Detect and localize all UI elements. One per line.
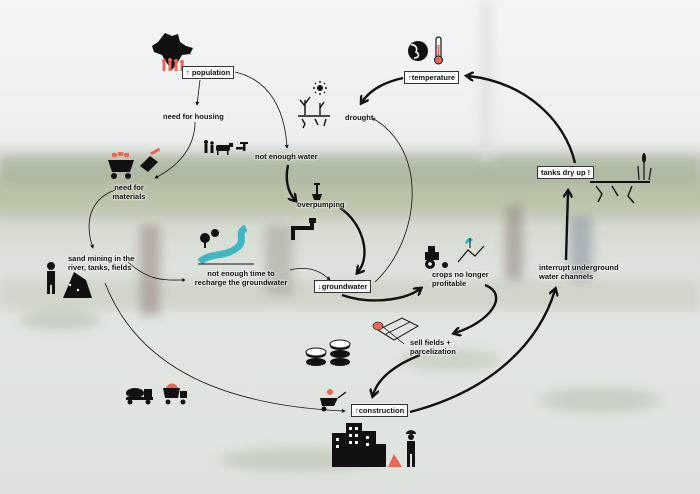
sand-pile-icon <box>388 454 402 467</box>
arrow-sandmining-construction <box>104 282 346 413</box>
arrow-sellfields-construction <box>373 353 421 395</box>
wheelbarrow-icon <box>320 389 347 412</box>
node-overpumping: overpumping <box>297 200 345 209</box>
node-construction: ↑construction <box>351 404 409 417</box>
node-temperature: ↑temperature <box>404 71 460 84</box>
concrete-mixer-icon <box>126 388 153 405</box>
construction-text: ↑construction <box>355 406 405 415</box>
arrow-housing-materials <box>154 121 196 179</box>
node-interrupt-channels: interrupt underground water channels <box>539 263 619 281</box>
thin-arrows <box>88 71 413 413</box>
node-sand-mining: sand mining in the river, tanks, fields <box>68 254 135 272</box>
tractor-icon <box>425 246 448 269</box>
drought-tree-icon <box>298 81 330 129</box>
arrow-notenoughwater-overpumping <box>285 164 295 200</box>
field-plot-icon <box>372 317 420 345</box>
tanks-dry-up-text: tanks dry up ! <box>541 168 591 177</box>
node-need-for-housing: need for housing <box>163 112 224 121</box>
people-group-icon <box>162 58 184 71</box>
cattle-family-tap-icon <box>204 140 248 155</box>
arrow-crops-sellfields <box>455 283 498 333</box>
arrow-population-housing <box>195 79 201 106</box>
brick-cart-icon <box>108 152 134 179</box>
node-tanks-dry-up: tanks dry up ! <box>537 166 595 179</box>
coins-icon <box>305 339 351 366</box>
temperature-text: ↑temperature <box>408 73 456 82</box>
arrow-notenoughtime-groundwater <box>289 267 331 281</box>
node-crops-not-profitable: crops no longer profitable <box>432 270 489 288</box>
arrow-groundwater-crops <box>341 289 420 302</box>
arrow-groundwater-drought <box>371 117 413 283</box>
node-groundwater: ↓groundwater <box>314 280 372 293</box>
dump-truck-icon <box>163 383 187 405</box>
node-not-enough-time: not enough time to recharge the groundwa… <box>194 269 288 287</box>
arrow-sandmining-notenoughtime <box>127 261 186 283</box>
arrow-temperature-drought <box>362 76 404 102</box>
worker-icon <box>406 430 416 467</box>
crop-plant-icon <box>457 237 485 263</box>
india-map-icon <box>152 33 193 70</box>
dry-tank-icon <box>590 153 652 204</box>
trowel-icon <box>140 147 161 172</box>
arrow-materials-sandmining <box>88 189 116 249</box>
pump-pipe-icon <box>291 183 322 240</box>
thick-arrows <box>285 76 577 414</box>
node-drought: drought <box>345 113 374 122</box>
groundwater-text: ↓groundwater <box>318 282 368 291</box>
worker-sand-pile-icon <box>47 262 92 298</box>
node-not-enough-water: not enough water <box>255 152 318 161</box>
arrow-construction-interrupt <box>409 290 555 414</box>
building-icon <box>332 423 386 467</box>
population-text: ↑ population <box>186 68 231 77</box>
node-sell-fields: sell fields + parcelization <box>410 338 456 356</box>
arrow-population-notenoughwater <box>234 71 289 149</box>
arrow-interrupt-tanksdry <box>566 192 568 261</box>
river-landscape-icon <box>197 224 254 265</box>
node-need-for-materials: need for materials <box>112 183 146 201</box>
node-population: ↑ population <box>182 66 235 79</box>
arrow-tanksdry-temperature <box>468 76 577 164</box>
thermometer-globe-icon <box>408 36 443 65</box>
arrow-overpumping-groundwater <box>339 206 366 272</box>
